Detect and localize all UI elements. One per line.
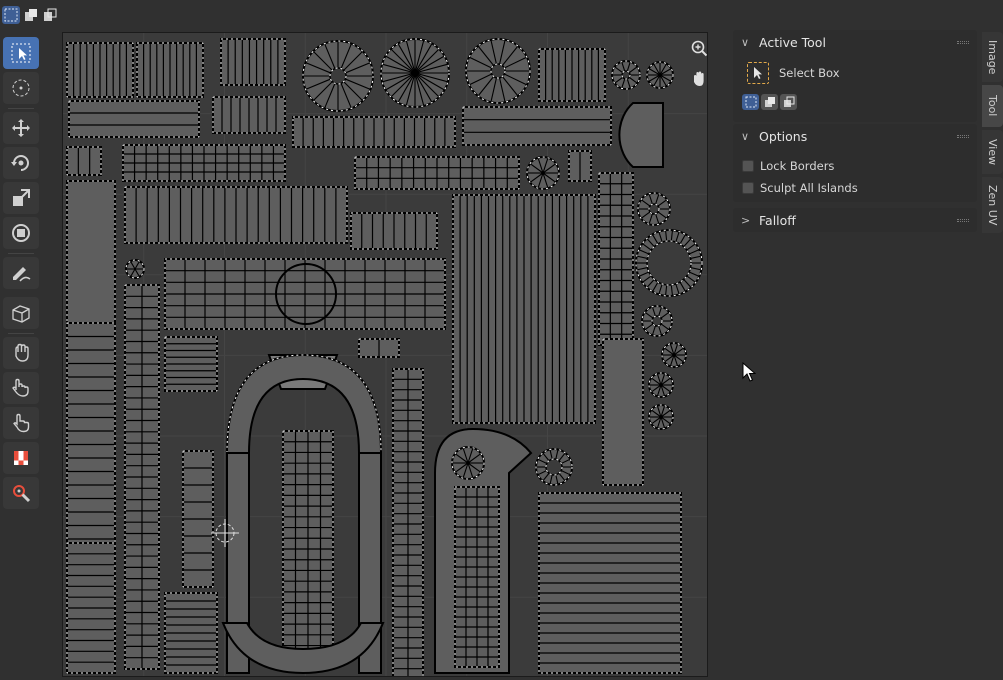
tool-checker[interactable] [3, 442, 39, 474]
sidebar-tabs: Image Tool View Zen UV [982, 30, 1003, 240]
options-panel: ∨ Options Lock Borders Sculpt All Island… [733, 124, 977, 202]
options-title: Options [759, 128, 808, 144]
tool-annotate[interactable] [3, 257, 39, 289]
select-extend-icon [764, 97, 775, 107]
active-tool-mode-buttons [742, 94, 799, 110]
sculpt-all-islands-checkbox[interactable]: Sculpt All Islands [742, 179, 858, 197]
chevron-down-icon: ∨ [741, 129, 750, 143]
sidebar-panel: ∨ Active Tool Select Box ∨ Options [733, 30, 977, 240]
zoom-button[interactable] [690, 39, 707, 63]
tab-view[interactable]: View [982, 130, 1003, 174]
pan-button[interactable] [690, 70, 707, 94]
selection-mode-bar [0, 0, 1003, 30]
select-extend-icon [25, 9, 37, 21]
chevron-right-icon: > [741, 213, 751, 227]
checker-icon [14, 451, 28, 465]
active-tool-panel: ∨ Active Tool Select Box [733, 30, 977, 122]
tool-scale[interactable] [3, 182, 39, 214]
tab-tool-label: Tool [986, 95, 999, 117]
tool-grab[interactable] [3, 337, 39, 369]
scale-icon [13, 189, 30, 206]
uv-map-canvas[interactable] [63, 33, 708, 677]
tool-rip-region[interactable] [3, 297, 39, 329]
tab-tool[interactable]: Tool [982, 85, 1003, 127]
active-tool-title: Active Tool [759, 34, 826, 50]
cube-icon [12, 305, 30, 323]
hand-pinch-icon [13, 413, 30, 433]
tool-select-box[interactable] [3, 37, 39, 69]
rotate-icon [11, 155, 29, 171]
tool-pinch[interactable] [3, 407, 39, 439]
mode-subtract-button[interactable] [41, 6, 59, 24]
panel-mode-extend-button[interactable] [761, 94, 778, 110]
lock-borders-checkbox[interactable]: Lock Borders [742, 157, 834, 175]
tool-move[interactable] [3, 112, 39, 144]
transform-icon [12, 224, 30, 242]
falloff-title: Falloff [759, 212, 796, 228]
magnifier-link-icon [13, 485, 31, 503]
drag-grip-icon[interactable] [957, 41, 969, 44]
drag-grip-icon[interactable] [957, 219, 969, 222]
options-header[interactable]: ∨ Options [733, 124, 977, 148]
mode-extend-button[interactable] [22, 6, 40, 24]
lock-borders-label: Lock Borders [760, 159, 835, 173]
active-tool-name: Select Box [779, 66, 840, 80]
active-tool-row[interactable]: Select Box [747, 60, 840, 86]
select-new-icon [4, 8, 18, 22]
chevron-down-icon: ∨ [741, 35, 750, 49]
drag-grip-icon[interactable] [957, 135, 969, 138]
tab-view-label: View [986, 138, 999, 166]
select-subtract-icon [783, 96, 794, 107]
crosshair-circle-icon [12, 79, 30, 97]
falloff-header[interactable]: > Falloff [733, 208, 977, 232]
mode-new-button[interactable] [2, 6, 20, 24]
pencil-icon [13, 267, 31, 282]
select-box-icon [747, 62, 769, 84]
select-subtract-icon [44, 8, 57, 21]
panel-mode-new-button[interactable] [742, 94, 759, 110]
tab-image-label: Image [986, 39, 999, 75]
mouse-pointer-icon [742, 361, 757, 382]
uv-editor-viewport[interactable] [62, 32, 708, 677]
tool-cursor[interactable] [3, 72, 39, 104]
tool-shelf [0, 34, 44, 514]
mouse-cursor [742, 361, 757, 385]
tab-zen-uv-label: Zen UV [986, 184, 999, 226]
tab-zen-uv[interactable]: Zen UV [982, 177, 1003, 233]
tool-measure[interactable] [3, 477, 39, 509]
checkbox-box[interactable] [742, 182, 754, 194]
hand-grab-icon [15, 343, 29, 362]
tool-relax[interactable] [3, 372, 39, 404]
falloff-panel: > Falloff [733, 208, 977, 232]
zoom-in-icon [691, 40, 707, 57]
panel-mode-subtract-button[interactable] [780, 94, 797, 110]
cursor-arrow-icon [11, 43, 31, 63]
hand-relax-icon [12, 378, 29, 397]
active-tool-header[interactable]: ∨ Active Tool [733, 30, 977, 54]
sculpt-all-islands-label: Sculpt All Islands [760, 181, 858, 195]
tool-transform[interactable] [3, 217, 39, 249]
move-arrows-icon [12, 119, 30, 137]
checkbox-box[interactable] [742, 160, 754, 172]
select-new-icon [745, 96, 756, 108]
tool-rotate[interactable] [3, 147, 39, 179]
tab-image[interactable]: Image [982, 32, 1003, 82]
hand-pan-icon [694, 71, 704, 86]
